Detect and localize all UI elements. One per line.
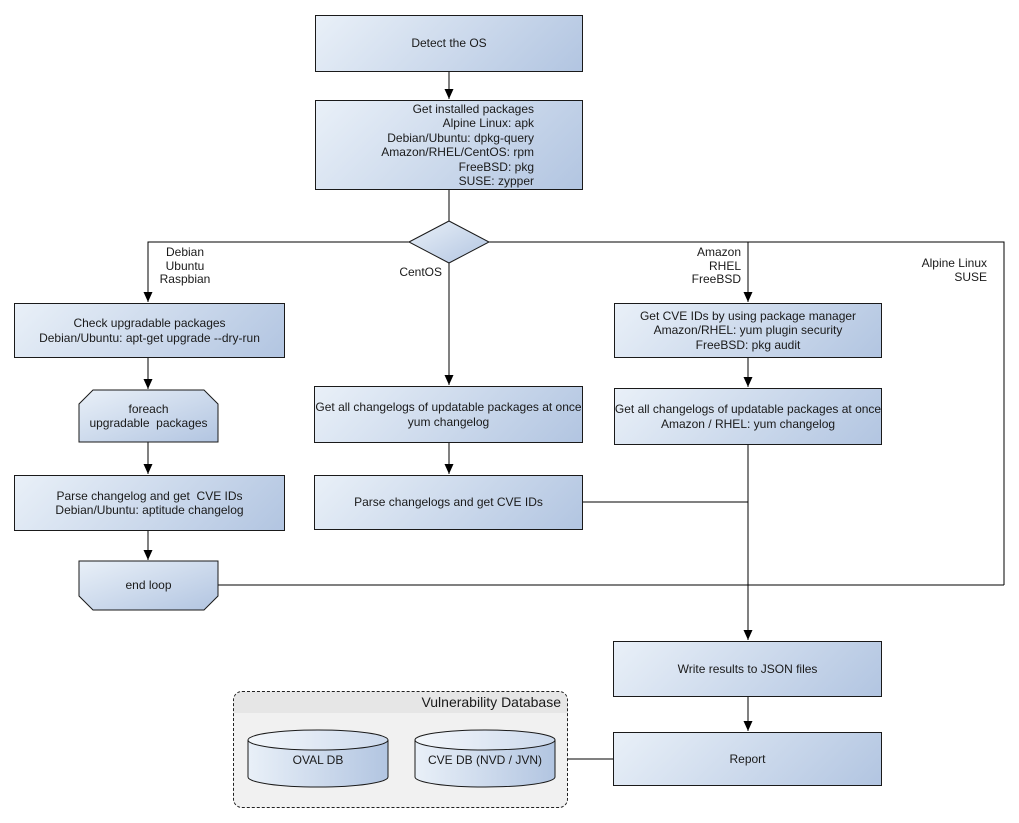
- foreach-loop-label: foreach upgradable packages: [89, 401, 208, 431]
- branch-label-amazon-rhel-freebsd: Amazon RHEL FreeBSD: [691, 245, 741, 286]
- node-parse-changelog-debian: Parse changelog and get CVE IDs Debian/U…: [14, 475, 285, 531]
- foreach-loop-shape: [78, 389, 219, 443]
- node-get-changelogs-centos: Get all changelogs of updatable packages…: [314, 386, 583, 443]
- node-check-upgradable-packages: Check upgradable packages Debian/Ubuntu:…: [14, 303, 285, 358]
- oval-db-cylinder: [247, 729, 389, 788]
- end-loop-shape: [78, 560, 219, 611]
- node-get-cve-ids-package-manager: Get CVE IDs by using package manager Ama…: [614, 303, 882, 358]
- node-get-installed-packages: Get installed packages Alpine Linux: apk…: [315, 100, 583, 190]
- connector-lines: [143, 72, 1005, 760]
- vulnerability-database-title: Vulnerability Database: [234, 692, 567, 713]
- os-decision-diamond: [407, 220, 491, 264]
- node-report: Report: [613, 732, 882, 786]
- end-loop-label: end loop: [125, 578, 172, 593]
- branch-label-alpine-suse: Alpine Linux SUSE: [921, 256, 987, 284]
- node-parse-changelogs-centos: Parse changelogs and get CVE IDs: [314, 475, 583, 530]
- branch-label-debian-ubuntu-raspbian: Debian Ubuntu Raspbian: [159, 245, 211, 286]
- cve-db-label: CVE DB (NVD / JVN): [427, 752, 542, 767]
- node-write-results-json: Write results to JSON files: [613, 641, 882, 697]
- cve-db-cylinder: [414, 729, 556, 788]
- oval-db-label: OVAL DB: [292, 752, 344, 767]
- node-get-changelogs-amazon-rhel: Get all changelogs of updatable packages…: [614, 388, 882, 445]
- branch-label-centos: CentOS: [399, 265, 442, 279]
- node-detect-os: Detect the OS: [315, 15, 583, 72]
